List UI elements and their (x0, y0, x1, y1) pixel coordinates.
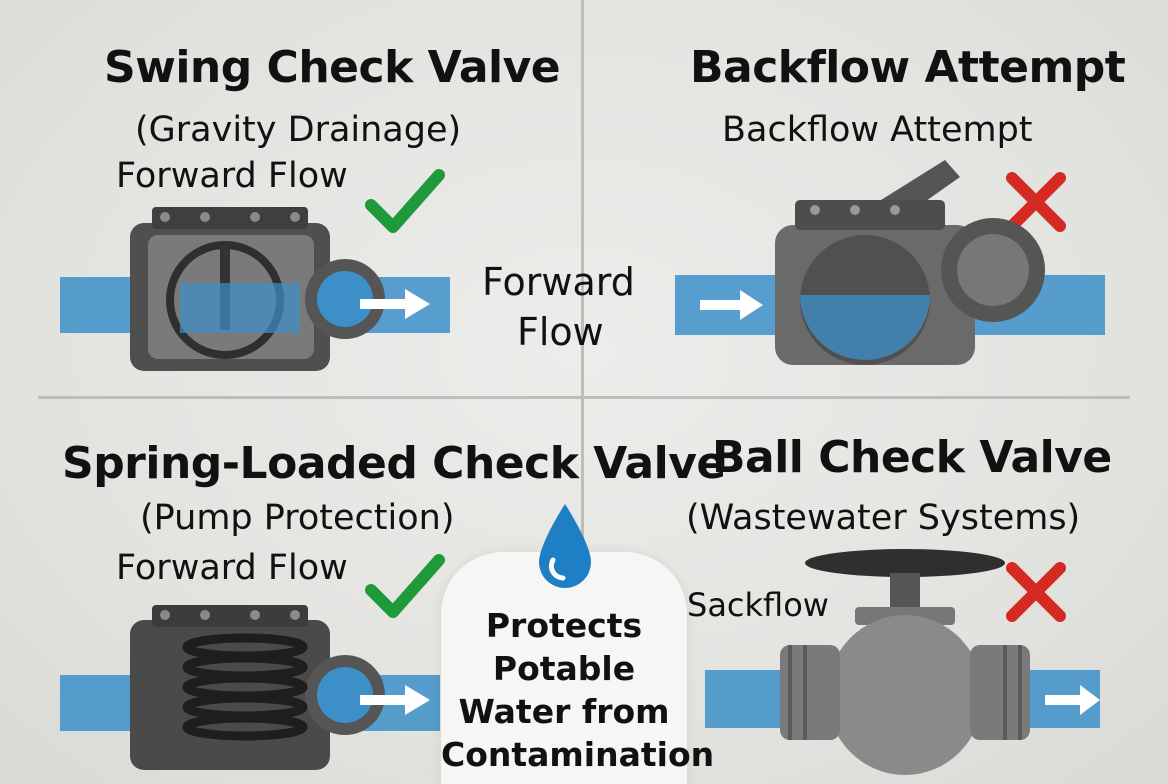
check-icon (365, 554, 445, 618)
protection-text: Protects Potable Water from Contaminatio… (441, 604, 715, 776)
swing-flow-label: Forward Flow (116, 156, 348, 196)
swing-valve-illustration (60, 207, 450, 371)
cross-icon (1006, 172, 1066, 232)
protection-card (441, 552, 687, 784)
protect-line-3: Water from (458, 692, 670, 731)
swing-title: Swing Check Valve (104, 42, 561, 93)
vertical-divider (581, 0, 584, 784)
protect-line-1: Protects (485, 606, 643, 645)
center-flow-line2: Flow (517, 310, 604, 354)
spring-title: Spring-Loaded Check Valve (62, 438, 726, 489)
cross-icon (1006, 562, 1066, 622)
spring-flow-label: Forward Flow (116, 548, 348, 588)
ball-title: Ball Check Valve (712, 432, 1112, 483)
ball-valve-illustration (705, 549, 1100, 775)
spring-valve-illustration (60, 605, 440, 770)
horizontal-divider (38, 396, 1130, 399)
check-icon (365, 169, 445, 233)
center-flow-line1: Forward (482, 260, 635, 304)
protect-line-4: Contamination (441, 735, 715, 774)
backflow-title: Backflow Attempt (690, 42, 1126, 93)
ball-flow-label: Sackflow (687, 586, 829, 624)
protect-line-2: Potable (492, 649, 636, 688)
backflow-valve-illustration (675, 160, 1105, 365)
backflow-subtitle: Backflow Attempt (722, 110, 1033, 150)
ball-subtitle: (Wastewater Systems) (686, 498, 1081, 538)
swing-subtitle: (Gravity Drainage) (135, 110, 462, 150)
spring-subtitle: (Pump Protection) (140, 498, 455, 538)
water-drop-icon (539, 504, 591, 588)
